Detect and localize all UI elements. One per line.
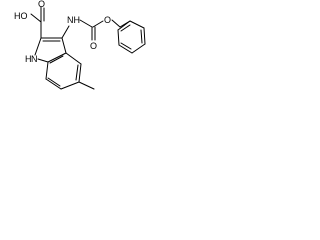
atom-label-carboxyl-o: O: [38, 0, 45, 9]
bond-c5-c6: [60, 81, 80, 90]
bond-ester-o-ch2: [111, 19, 121, 28]
atom-label-amine-nh: NH: [67, 15, 80, 25]
bond-carbonyl-c-ester-o: [92, 20, 104, 28]
bond-c4-c5-double: [75, 64, 79, 81]
bond-c3a-c4: [65, 52, 82, 65]
bond-c6-c7-double: [47, 77, 61, 87]
bond-bz-3: [131, 43, 146, 54]
bond-c3-nh: [61, 25, 70, 39]
bond-c3a-c7a-double: [49, 55, 64, 64]
atom-label-indole-h: H: [25, 54, 32, 64]
bond-c6-c7: [45, 78, 62, 90]
bond-bz-2-double: [140, 29, 143, 44]
atom-label-ester-o: O: [104, 15, 111, 25]
bond-bz-5: [117, 29, 120, 46]
atom-labels: HO O NH O O H N: [14, 0, 111, 64]
bond-c7a-n1: [37, 58, 49, 63]
bond-bz-4: [118, 44, 133, 54]
bond-c5-methyl: [78, 81, 95, 90]
bond-nh-carbonyl-c: [79, 19, 93, 28]
bond-bz-6: [117, 20, 131, 31]
bond-bz-2: [143, 27, 146, 45]
bond-c3a-c7a: [47, 52, 67, 63]
bond-bz-4-double: [120, 42, 132, 50]
bonds: [30, 6, 146, 90]
atom-label-indole-n: N: [31, 54, 38, 64]
atom-label-carboxyl-oh: HO: [14, 11, 28, 21]
chemical-structure-diagram: HO O NH O O H N: [14, 0, 146, 90]
bond-c4-c5: [78, 63, 82, 83]
bond-c3-c3a: [61, 37, 67, 54]
bond-c7-c7a: [45, 61, 49, 80]
atom-label-carbonyl-o: O: [90, 41, 97, 51]
bond-n1-c2: [34, 37, 42, 56]
bond-bz-6-double: [120, 24, 131, 32]
bond-cooh-oh: [30, 13, 42, 23]
bond-bz-1: [129, 20, 145, 29]
